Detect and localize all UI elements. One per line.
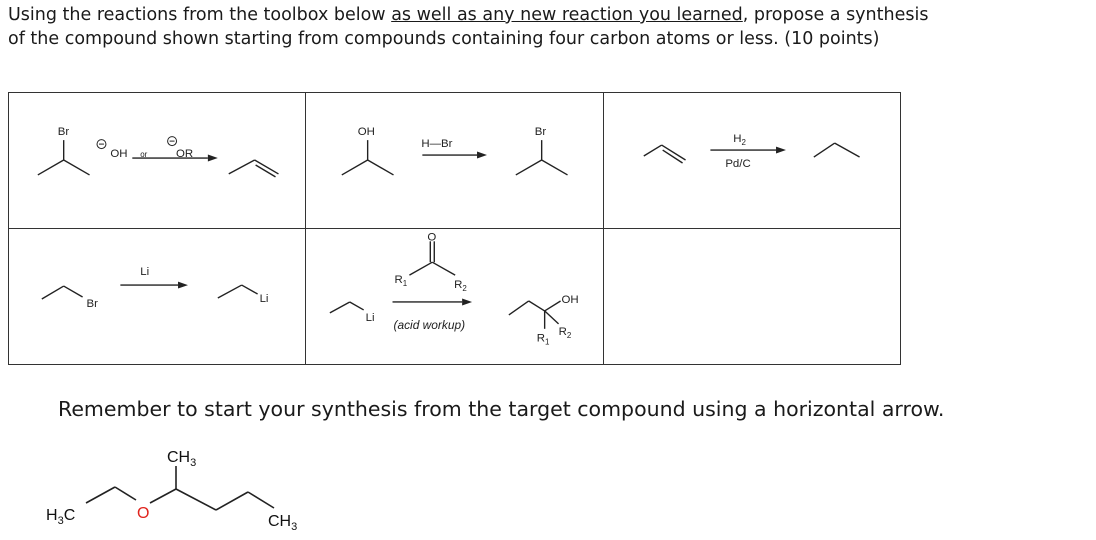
target-right-ch3: CH3 [268,513,297,533]
cell5-product-oh: OH [562,294,579,306]
remember-instruction: Remember to start your synthesis from th… [58,397,945,421]
elimination-reaction-drawing: Br OH or OR [37,126,279,178]
question-text: Using the reactions from the toolbox bel… [8,3,1088,51]
cell2-reagent: H—Br [422,138,453,150]
cell4-br-label: Br [87,298,99,310]
hbr-reaction-drawing: OH H—Br Br [341,126,569,176]
cell5-workup: (acid workup) [394,318,466,332]
question-part1: Using the reactions from the toolbox bel… [8,5,392,25]
cell2-oh-label: OH [358,126,375,138]
toolbox-cell-lithiation: Br Li Li [7,228,307,365]
cell3-h2: H2 [733,133,746,147]
toolbox-cell-empty [602,228,902,365]
cell1-br-label: Br [58,126,70,138]
target-top-ch3: CH3 [167,449,196,469]
cell3-catalyst: Pd/C [725,158,750,170]
question-underlined: as well as any new reaction you learned [391,5,743,25]
cell5-carbonyl-o: O [428,231,437,243]
cell4-reagent: Li [140,266,149,278]
lithiation-reaction-drawing: Br Li Li [41,266,269,310]
target-h3c: H3C [46,507,75,527]
cell1-base1: OH [110,148,127,160]
cell5-product-r1: R1 [537,333,550,347]
cell5-r2: R2 [454,279,467,293]
cell5-product-r2: R2 [559,326,572,340]
question-line2: of the compound shown starting from comp… [8,29,880,49]
target-compound-structure: H3C O CH3 CH3 [46,449,297,533]
toolbox-cell-hydrogenation: H2 Pd/C [602,92,902,229]
cell1-or: or [140,150,147,159]
hydrogenation-reaction-drawing: H2 Pd/C [643,133,860,170]
cell2-br-label: Br [535,126,547,138]
cell4-li-label: Li [260,293,269,305]
target-oxygen: O [137,505,149,522]
toolbox-cell-elimination: Br OH or OR [7,92,307,229]
cell5-li-label: Li [366,312,375,324]
question-part2: , propose a synthesis [742,5,929,25]
reaction-toolbox: Br OH or OR OH H—Br Br [7,92,902,365]
hydroxide-charge-icon [96,139,107,150]
alkoxide-charge-icon [167,136,178,147]
carbonyl-addition-drawing: Li O R1 R2 (acid workup) OH R1 R2 [329,231,579,347]
toolbox-cell-hbr: OH H—Br Br [305,92,604,229]
toolbox-cell-carbonyl-addition: Li O R1 R2 (acid workup) OH R1 R2 [305,228,604,365]
cell1-base2: OR [176,148,193,160]
cell5-r1: R1 [395,274,408,288]
